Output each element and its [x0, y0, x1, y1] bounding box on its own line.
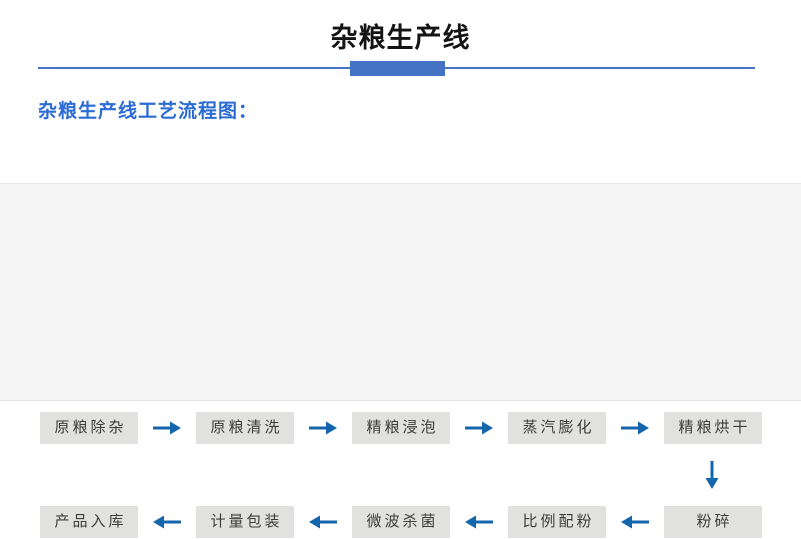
arrow-left-icon — [309, 515, 337, 529]
arrow-left-icon — [153, 515, 181, 529]
flow-step-metering-packaging: 计量包装 — [196, 506, 294, 538]
flow-step-grain-drying: 精粮烘干 — [664, 412, 762, 444]
flow-step-product-warehousing: 产品入库 — [40, 506, 138, 538]
arrow-right-icon — [309, 421, 337, 435]
arrow-right-icon — [153, 421, 181, 435]
arrow-right-icon — [621, 421, 649, 435]
flow-step-microwave-sterilization: 微波杀菌 — [352, 506, 450, 538]
flow-step-raw-grain-washing: 原粮清洗 — [196, 412, 294, 444]
flow-step-crushing: 粉碎 — [664, 506, 762, 538]
section-heading: 杂粮生产线工艺流程图： — [38, 101, 259, 122]
flowchart-panel: 原粮除杂 原粮清洗 精粮浸泡 蒸汽膨化 精粮烘干 产品入库 计量包装 — [0, 183, 801, 538]
flow-step-proportional-blending: 比例配粉 — [508, 506, 606, 538]
divider-accent-bar — [350, 61, 445, 76]
flow-step-steam-puffing: 蒸汽膨化 — [508, 412, 606, 444]
arrow-left-icon — [465, 515, 493, 529]
flow-step-grain-soaking: 精粮浸泡 — [352, 412, 450, 444]
page-title: 杂粮生产线 — [330, 23, 471, 53]
arrow-right-icon — [465, 421, 493, 435]
flow-step-raw-grain-cleaning: 原粮除杂 — [40, 412, 138, 444]
arrow-left-icon — [621, 515, 649, 529]
arrow-down-icon — [705, 461, 719, 489]
